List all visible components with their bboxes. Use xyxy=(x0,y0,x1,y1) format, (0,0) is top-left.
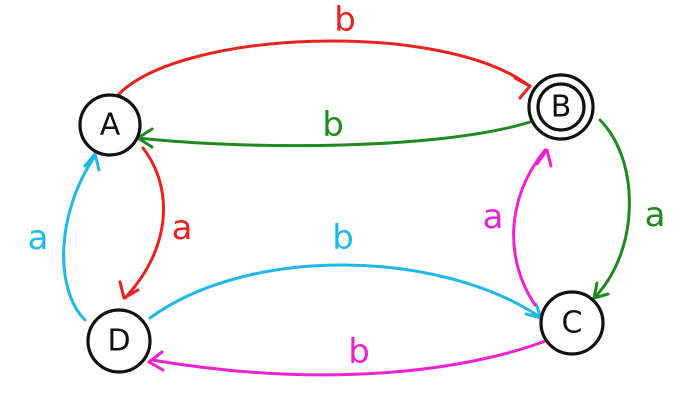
state-D-circle xyxy=(86,308,152,374)
arrowhead-cd xyxy=(147,350,165,372)
edge-ad xyxy=(123,146,166,300)
state-B-label: B xyxy=(551,90,572,125)
edge-label-ad: a xyxy=(172,208,193,248)
arrowhead-cb xyxy=(535,148,553,168)
arrowhead-ad xyxy=(118,280,140,300)
state-C-circle xyxy=(539,290,605,356)
state-C-label: C xyxy=(562,306,583,341)
state-D: D xyxy=(86,308,152,374)
edge-bc xyxy=(593,118,631,299)
arrowhead-da xyxy=(83,152,101,172)
state-A-circle xyxy=(78,93,142,157)
state-B: B xyxy=(527,73,595,141)
edge-label-ba: b xyxy=(322,105,344,145)
edge-ab xyxy=(116,39,530,97)
edge-label-ab: b xyxy=(334,0,356,40)
arrowhead-bc xyxy=(592,281,610,300)
edge-cd xyxy=(150,338,550,377)
state-D-label: D xyxy=(107,324,130,359)
edge-label-da: a xyxy=(28,218,49,258)
edge-label-dc: b xyxy=(332,218,354,258)
state-B-accepting-ring xyxy=(536,82,586,132)
state-C: C xyxy=(539,290,605,356)
arrowhead-ab xyxy=(513,76,532,100)
edge-da xyxy=(62,154,97,322)
state-A: A xyxy=(78,93,142,157)
edge-cb xyxy=(512,148,547,307)
edge-label-cd: b xyxy=(348,332,370,372)
edge-label-bc: a xyxy=(645,195,666,235)
edge-ba xyxy=(136,120,532,148)
state-A-label: A xyxy=(100,108,121,143)
edge-label-cb: a xyxy=(483,197,504,237)
edge-dc xyxy=(148,263,542,320)
